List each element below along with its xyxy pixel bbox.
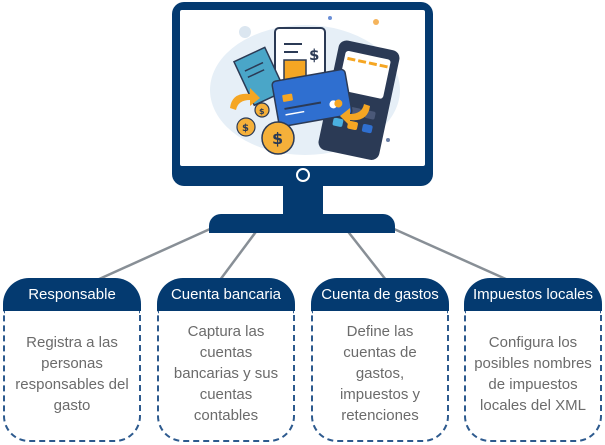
card-title: Cuenta bancaria	[157, 278, 295, 311]
connector-line-2	[218, 228, 260, 281]
monitor-stand-neck	[283, 185, 323, 217]
monitor-screen: $	[180, 10, 425, 166]
card-title: Impuestos locales	[464, 278, 602, 311]
svg-text:$: $	[272, 129, 283, 148]
decor-dot	[328, 16, 332, 20]
coin-icon: $	[261, 121, 295, 155]
decor-dot	[239, 26, 251, 38]
card-body: Define las cuentas de gastos, impuestos …	[311, 311, 449, 442]
connector-line-4	[393, 227, 509, 282]
finance-illustration: $	[210, 16, 400, 160]
svg-text:$: $	[259, 107, 265, 116]
card-body: Captura las cuentas bancarias y sus cuen…	[157, 311, 295, 442]
card-cuenta-de-gastos: Cuenta de gastos Define las cuentas de g…	[311, 278, 449, 442]
card-cuenta-bancaria: Cuenta bancaria Captura las cuentas banc…	[157, 278, 295, 442]
monitor: $	[172, 2, 433, 186]
card-description: Define las cuentas de gastos, impuestos …	[339, 323, 421, 424]
card-body: Configura los posibles nombres de impues…	[464, 311, 602, 442]
card-title: Cuenta de gastos	[311, 278, 449, 311]
credit-card-icon	[271, 68, 353, 128]
arrow-icon	[340, 104, 370, 126]
ticket-icon	[232, 46, 287, 107]
svg-text:$: $	[309, 46, 319, 64]
card-impuestos-locales: Impuestos locales Configura los posibles…	[464, 278, 602, 442]
card-description: Configura los posibles nombres de impues…	[474, 333, 592, 414]
card-description: Captura las cuentas bancarias y sus cuen…	[173, 323, 279, 424]
card-responsable: Responsable Registra a las personas resp…	[3, 278, 141, 442]
card-description: Registra a las personas responsables del…	[15, 333, 129, 414]
coin-icon: $	[236, 117, 256, 137]
decor-dot	[386, 138, 390, 142]
arrow-icon	[230, 88, 260, 110]
coin-icon: $	[254, 102, 270, 118]
power-button-icon	[296, 168, 310, 182]
svg-text:$: $	[242, 123, 249, 134]
connector-line-3	[345, 228, 387, 281]
card-title: Responsable	[3, 278, 141, 311]
connector-line-1	[96, 227, 211, 282]
decor-dot	[373, 19, 379, 25]
monitor-stand-base	[209, 214, 395, 233]
card-body: Registra a las personas responsables del…	[3, 311, 141, 442]
